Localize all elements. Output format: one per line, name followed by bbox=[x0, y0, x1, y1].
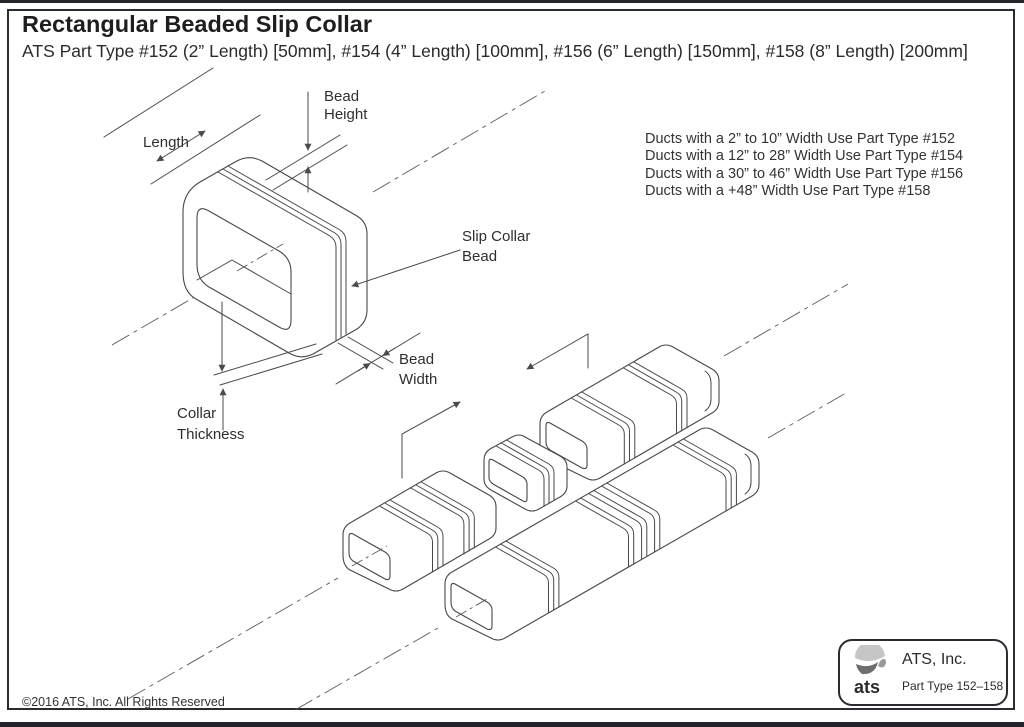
dimension-labels: Length Bead Height Slip Collar Bead Bead… bbox=[143, 88, 530, 443]
bead-height-label-line1: Bead bbox=[324, 88, 359, 105]
note-line: Ducts with a 2” to 10” Width Use Part Ty… bbox=[645, 131, 956, 147]
page-title: Rectangular Beaded Slip Collar bbox=[22, 11, 372, 37]
dimension-annotations bbox=[103, 67, 461, 431]
page-subtitle: ATS Part Type #152 (2” Length) [50mm], #… bbox=[22, 41, 968, 61]
ats-logo-icon bbox=[854, 645, 886, 675]
sheet-frame bbox=[7, 9, 1015, 710]
slip-collar-bead-label-line2: Bead bbox=[462, 248, 497, 265]
slip-collar-exploded bbox=[483, 434, 568, 512]
copyright-notice: ©2016 ATS, Inc. All Rights Reserved bbox=[22, 695, 225, 709]
part-type-range: Part Type 152–158 bbox=[902, 679, 1004, 693]
exploded-duct-right bbox=[539, 344, 720, 481]
bead-width-label-line1: Bead bbox=[399, 351, 434, 368]
collar-thickness-label-line1: Collar bbox=[177, 405, 216, 422]
ats-logo-text: ats bbox=[854, 677, 881, 697]
bead-height-label-line2: Height bbox=[324, 106, 368, 123]
title-block: ats ATS, Inc. Part Type 152–158 bbox=[838, 639, 1008, 706]
bead-width-label-line2: Width bbox=[399, 371, 437, 388]
note-line: Ducts with a 12” to 28” Width Use Part T… bbox=[645, 148, 964, 165]
company-name: ATS, Inc. bbox=[902, 651, 967, 668]
outer-border-top bbox=[0, 0, 1024, 3]
assembled-duct bbox=[444, 427, 760, 641]
length-label: Length bbox=[143, 134, 189, 151]
slip-collar-detail bbox=[182, 157, 368, 358]
note-line: Ducts with a +48” Width Use Part Type #1… bbox=[645, 183, 931, 200]
exploded-duct-left bbox=[342, 470, 497, 592]
outer-border-bottom bbox=[0, 722, 1024, 727]
part-selection-notes: Ducts with a 2” to 10” Width Use Part Ty… bbox=[645, 131, 963, 201]
assembly-direction-arrows bbox=[401, 333, 589, 479]
slip-collar-bead-label-line1: Slip Collar bbox=[462, 228, 530, 245]
collar-thickness-label-line2: Thickness bbox=[177, 426, 245, 443]
note-line: Ducts with a 30” to 46” Width Use Part T… bbox=[645, 165, 964, 182]
